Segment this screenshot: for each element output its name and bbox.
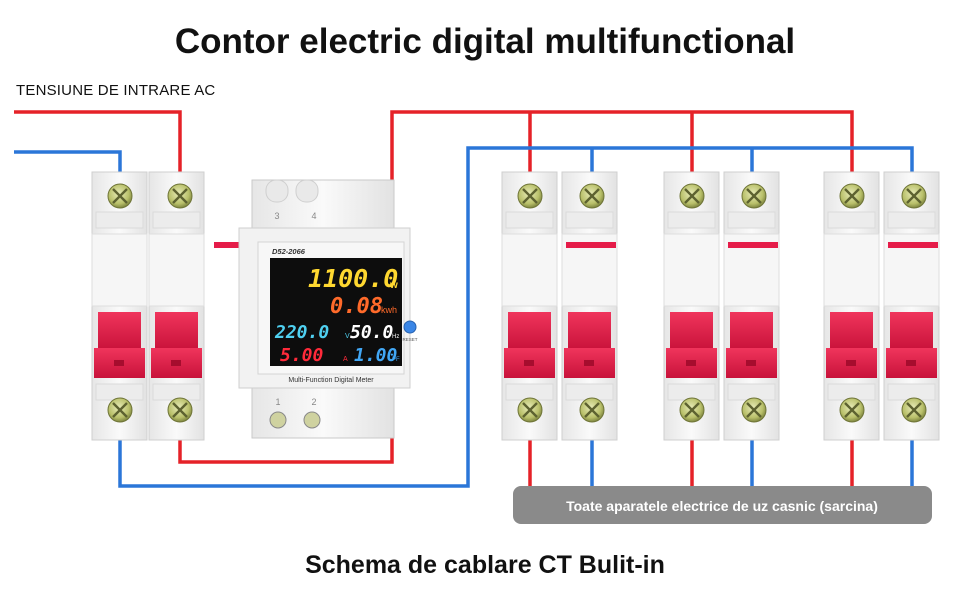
meter-terminal-1: 1	[275, 397, 280, 407]
voltage-unit: V	[345, 333, 350, 340]
power-unit: w	[389, 280, 398, 291]
pf-unit: PF	[392, 357, 400, 363]
branch-breaker-1	[501, 171, 618, 441]
frequency-reading: 50.0	[350, 322, 394, 343]
voltage-reading: 220.0	[274, 322, 329, 343]
current-reading: 5.00	[280, 345, 324, 366]
frequency-unit: Hz	[392, 334, 399, 340]
reset-label: RESET	[402, 337, 417, 342]
branch-breaker-3	[823, 171, 940, 441]
meter-terminal-2: 2	[311, 397, 316, 407]
branch-breaker-2	[663, 171, 780, 441]
phase-meter-bus	[390, 110, 854, 195]
digital-meter: 3 4 D52-2066 1100.0 w 0.08 kwh 220.0 V 5…	[238, 179, 418, 439]
pf-reading: 1.00	[354, 345, 398, 366]
phase-input-wire	[14, 110, 182, 195]
neutral-bus	[118, 146, 914, 488]
ac-input-label: TENSIUNE DE INTRARE AC	[16, 82, 216, 99]
power-reading: 1100.0	[308, 264, 398, 293]
energy-unit: kwh	[381, 305, 397, 315]
load-label: Toate aparatele electrice de uz casnic (…	[566, 498, 878, 514]
meter-model: D52-2066	[272, 247, 306, 256]
meter-terminal-3: 3	[274, 211, 279, 221]
reset-button[interactable]	[403, 320, 417, 334]
meter-footer: Multi-Function Digital Meter	[288, 377, 374, 384]
energy-reading: 0.08	[330, 294, 383, 319]
wiring-subtitle: Schema de cablare CT Bulit-in	[305, 551, 665, 579]
meter-screen	[270, 258, 402, 366]
current-unit: A	[343, 356, 348, 363]
meter-terminal-4: 4	[311, 211, 316, 221]
load-label-box	[513, 486, 932, 524]
page-title: Contor electric digital multifunctional	[174, 22, 796, 61]
